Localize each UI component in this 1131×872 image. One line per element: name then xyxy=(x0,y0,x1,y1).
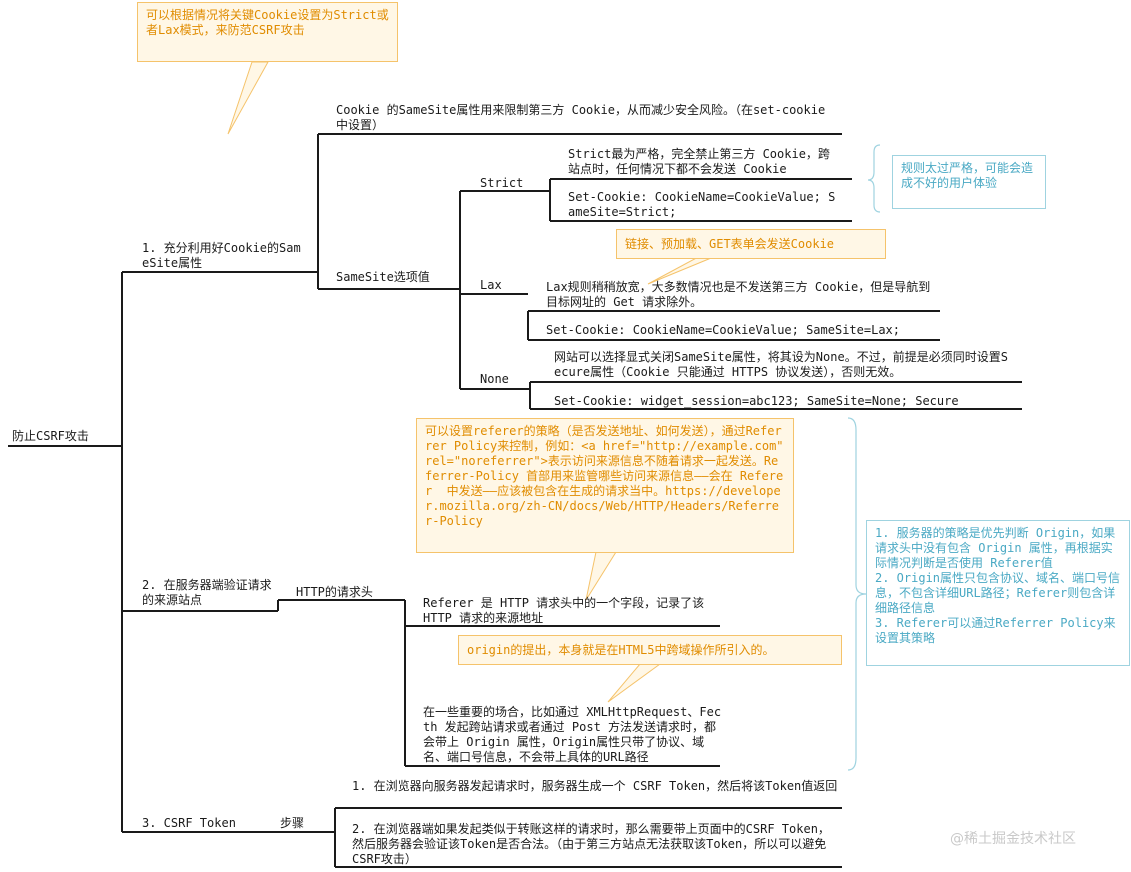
none-example: Set-Cookie: widget_session=abc123; SameS… xyxy=(554,394,959,408)
lax-label: Lax xyxy=(480,278,502,292)
branch3-label: 3. CSRF Token xyxy=(142,816,236,830)
samesite-intro: Cookie 的SameSite属性用来限制第三方 Cookie，从而减少安全风… xyxy=(336,103,826,132)
lax-desc: Lax规则稍稍放宽，大多数情况也是不发送第三方 Cookie，但是导航到目标网址… xyxy=(546,280,931,309)
origin-desc: 在一些重要的场合，比如通过 XMLHttpRequest、Fecth 发起跨站请… xyxy=(423,705,722,764)
steps-label: 步骤 xyxy=(280,816,305,830)
samesite-options-label: SameSite选项值 xyxy=(336,270,430,284)
step1-text: 1. 在浏览器向服务器发起请求时，服务器生成一个 CSRF Token，然后将该… xyxy=(352,779,838,793)
none-label: None xyxy=(480,372,509,386)
note-top: 可以根据情况将关键Cookie设置为Strict或者Lax模式，来防范CSRF攻… xyxy=(137,2,398,62)
branch2-label: 2. 在服务器端验证请求的来源站点 xyxy=(142,578,272,607)
none-desc: 网站可以选择显式关闭SameSite属性，将其设为None。不过，前提是必须同时… xyxy=(554,350,1008,379)
note-server-policy: 1. 服务器的策略是优先判断 Origin，如果请求头中没有包含 Origin … xyxy=(866,520,1130,666)
note-origin: origin的提出，本身就是在HTML5中跨域操作所引入的。 xyxy=(458,635,842,665)
note-lax: 链接、预加载、GET表单会发送Cookie xyxy=(616,229,886,259)
step2-text: 2. 在浏览器端如果发起类似于转账这样的请求时，那么需要带上页面中的CSRF T… xyxy=(352,822,830,866)
strict-desc: Strict最为严格，完全禁止第三方 Cookie，跨站点时，任何情况下都不会发… xyxy=(568,147,830,176)
note-referrer-policy: 可以设置referer的策略（是否发送地址、如何发送），通过Referrer P… xyxy=(416,418,794,553)
http-header-label: HTTP的请求头 xyxy=(296,585,373,599)
lax-example: Set-Cookie: CookieName=CookieValue; Same… xyxy=(546,323,901,337)
strict-label: Strict xyxy=(480,176,524,190)
strict-example: Set-Cookie: CookieName=CookieValue; Same… xyxy=(568,190,836,219)
root-node: 防止CSRF攻击 xyxy=(12,429,89,443)
branch1-label: 1. 充分利用好Cookie的SameSite属性 xyxy=(142,241,301,270)
referer-desc: Referer 是 HTTP 请求头中的一个字段，记录了该 HTTP 请求的来源… xyxy=(423,596,712,625)
note-strict: 规则太过严格，可能会造成不好的用户体验 xyxy=(892,155,1046,209)
watermark: @稀土掘金技术社区 xyxy=(950,831,1076,847)
